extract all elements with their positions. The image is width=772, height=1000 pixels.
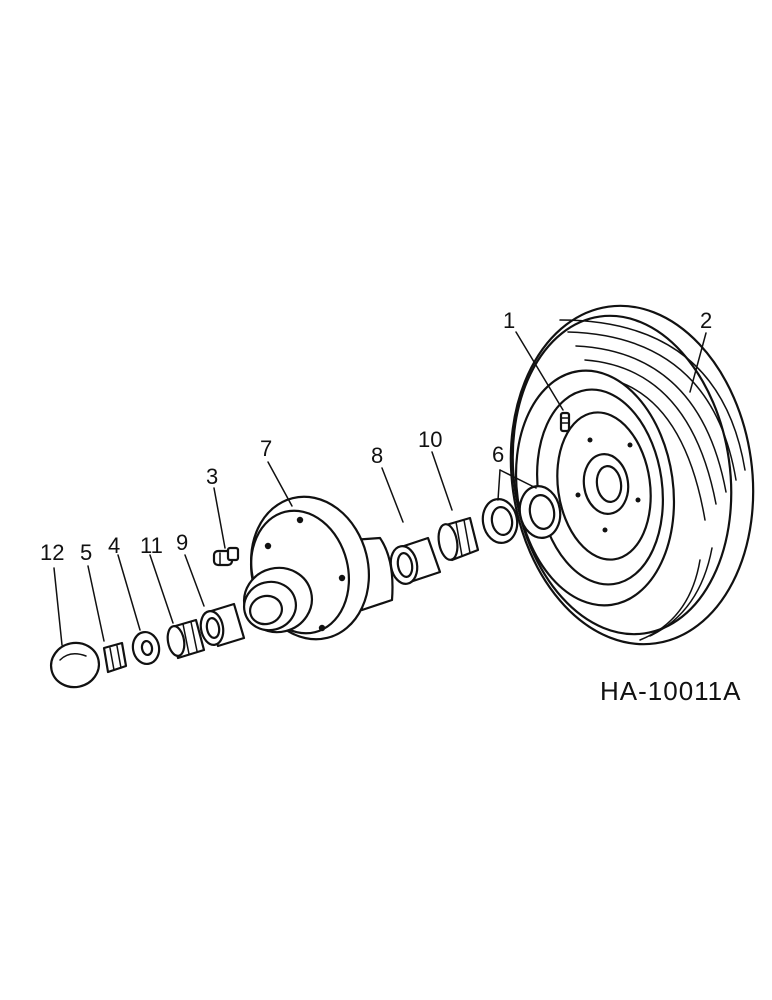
bearing-cup-8 (389, 536, 442, 585)
callout-2: 2 (700, 308, 712, 333)
bearing-cup-9 (199, 602, 246, 648)
callout-4: 4 (108, 533, 120, 558)
callout-9: 9 (176, 530, 188, 555)
callout-3: 3 (206, 464, 218, 489)
callout-10: 10 (418, 427, 442, 452)
leader-lines (53, 331, 707, 646)
grease-fitting-3 (212, 546, 240, 567)
callout-7: 7 (260, 436, 272, 461)
valve-stem (559, 411, 571, 433)
callout-labels: 1 2 3 4 5 6 7 8 9 10 11 12 (40, 308, 712, 565)
dust-cap-12 (49, 641, 101, 689)
castle-nut-5 (102, 641, 128, 674)
callout-11: 11 (140, 533, 163, 558)
washer-4 (131, 630, 161, 666)
bearing-cup-outer-6 (518, 485, 562, 539)
diagram-id: HA-10011A (600, 676, 742, 706)
hub-7 (243, 495, 394, 641)
callout-12: 12 (40, 540, 64, 565)
callout-6: 6 (492, 442, 504, 467)
wheel-rim (514, 369, 676, 607)
bearing-cone-10 (437, 516, 480, 562)
callout-1: 1 (503, 308, 515, 333)
bearing-cone-11 (166, 618, 206, 660)
callout-5: 5 (80, 540, 92, 565)
bearing-cup-inner-6 (481, 498, 519, 544)
callout-8: 8 (371, 443, 383, 468)
